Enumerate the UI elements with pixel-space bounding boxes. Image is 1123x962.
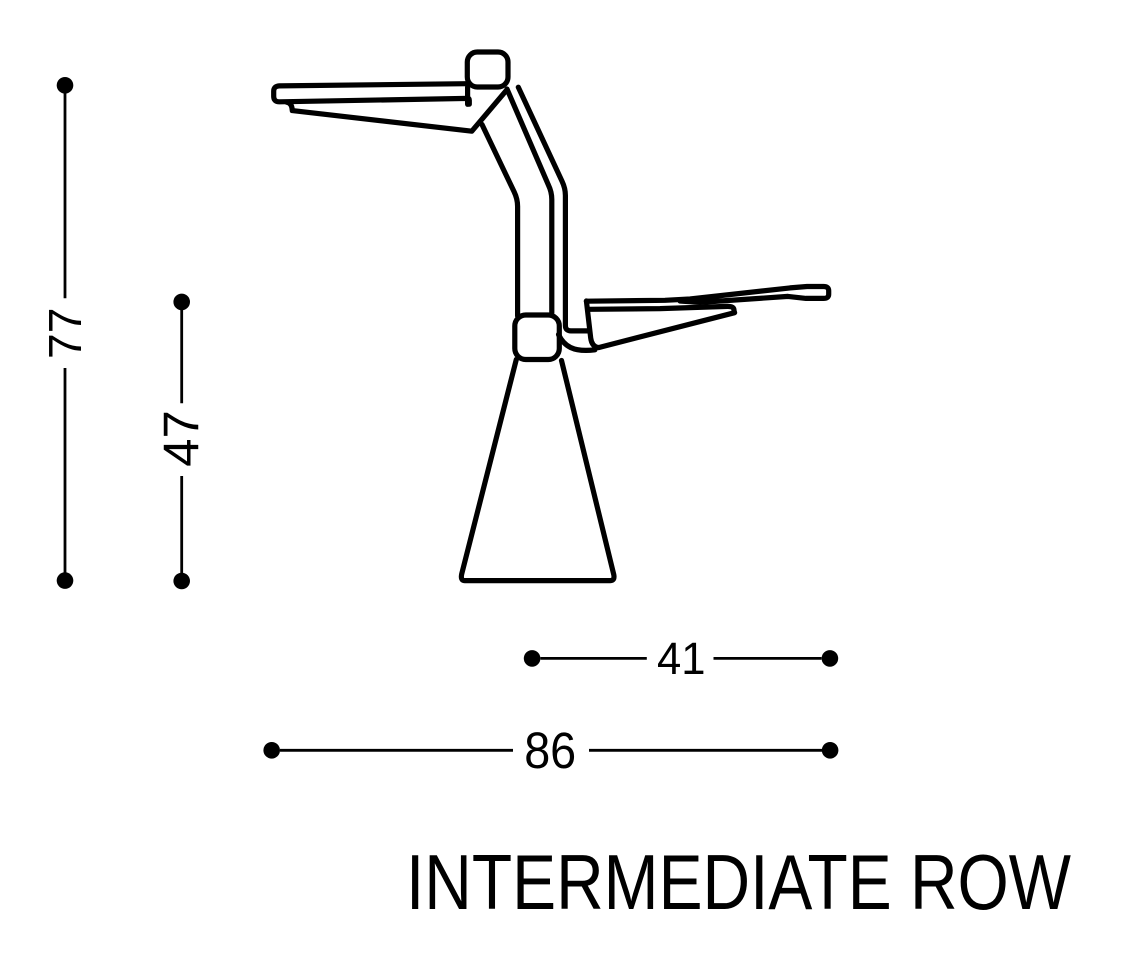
svg-text:47: 47 — [153, 410, 209, 467]
svg-text:INTERMEDIATE ROW: INTERMEDIATE ROW — [406, 838, 1071, 926]
svg-text:86: 86 — [524, 722, 576, 779]
svg-text:77: 77 — [39, 308, 91, 360]
svg-text:41: 41 — [657, 633, 706, 684]
